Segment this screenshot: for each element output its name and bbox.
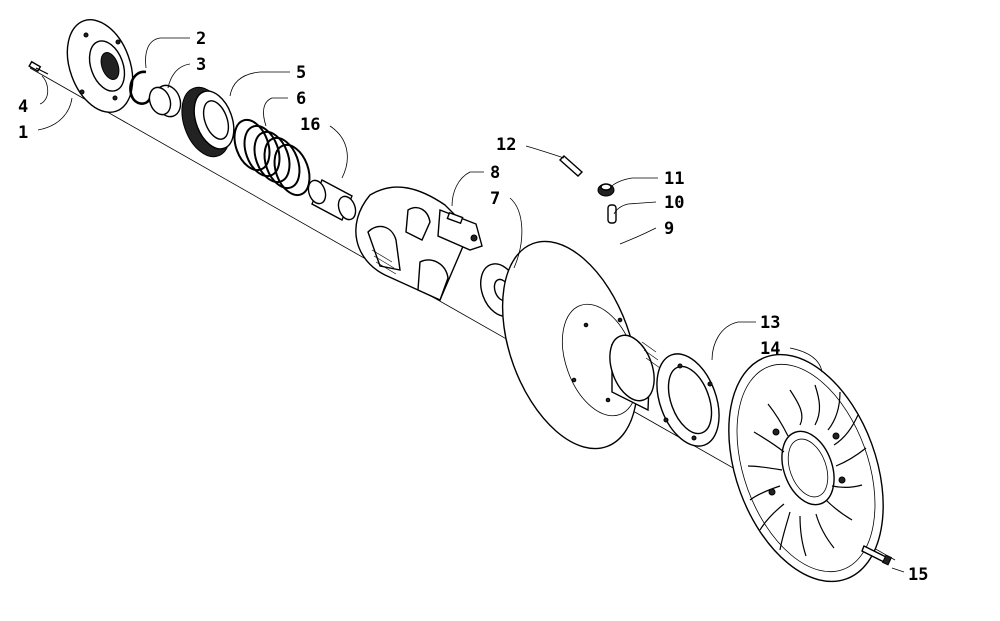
label-6: 6 <box>296 89 306 109</box>
label-1: 1 <box>18 123 28 143</box>
label-7: 7 <box>490 189 500 209</box>
part-16-sleeve <box>307 179 357 221</box>
label-9: 9 <box>664 219 674 239</box>
part-4-screw <box>28 60 49 75</box>
part-9-sheave <box>501 240 661 450</box>
part-13-gasket <box>656 353 720 447</box>
leader-15 <box>891 567 905 573</box>
leader-2 <box>145 37 190 69</box>
leader-1 <box>37 97 73 131</box>
leader-3 <box>167 63 191 89</box>
leader-4 <box>39 75 49 105</box>
leader-12 <box>525 145 565 159</box>
leader-9 <box>619 227 657 245</box>
label-8: 8 <box>490 163 500 183</box>
part-14-vented-cover <box>728 353 884 583</box>
leader-7 <box>509 197 523 269</box>
leader-10 <box>613 201 657 215</box>
part-15-screw <box>861 545 893 566</box>
leader-14 <box>789 347 823 373</box>
label-15: 15 <box>908 565 928 585</box>
label-12: 12 <box>496 135 516 155</box>
part-2-snap-ring <box>129 70 152 105</box>
leader-11 <box>611 177 658 187</box>
label-16: 16 <box>300 115 320 135</box>
callout-labels: 4 1 2 3 5 6 16 12 8 7 11 10 9 13 14 15 <box>18 29 928 585</box>
part-spider-body <box>355 186 471 301</box>
part-12-pin <box>558 155 584 177</box>
leader-5 <box>229 71 290 97</box>
leader-8 <box>451 171 484 207</box>
part-8-weight-arm <box>437 209 483 251</box>
part-1-cover-plate <box>66 19 134 113</box>
leader-13 <box>711 321 756 361</box>
part-11-nut <box>597 183 615 197</box>
label-3: 3 <box>196 55 206 75</box>
label-11: 11 <box>664 169 684 189</box>
part-6-spring <box>233 118 311 197</box>
label-14: 14 <box>760 339 780 359</box>
part-10-roller <box>607 204 617 224</box>
leader-16 <box>329 125 348 179</box>
label-13: 13 <box>760 313 780 333</box>
label-4: 4 <box>18 97 28 117</box>
label-2: 2 <box>196 29 206 49</box>
label-10: 10 <box>664 193 684 213</box>
leader-6 <box>263 97 288 127</box>
leader-lines <box>37 37 905 573</box>
label-5: 5 <box>296 63 306 83</box>
part-3-bushing <box>148 84 182 118</box>
part-5-spring-retainer <box>181 86 235 158</box>
